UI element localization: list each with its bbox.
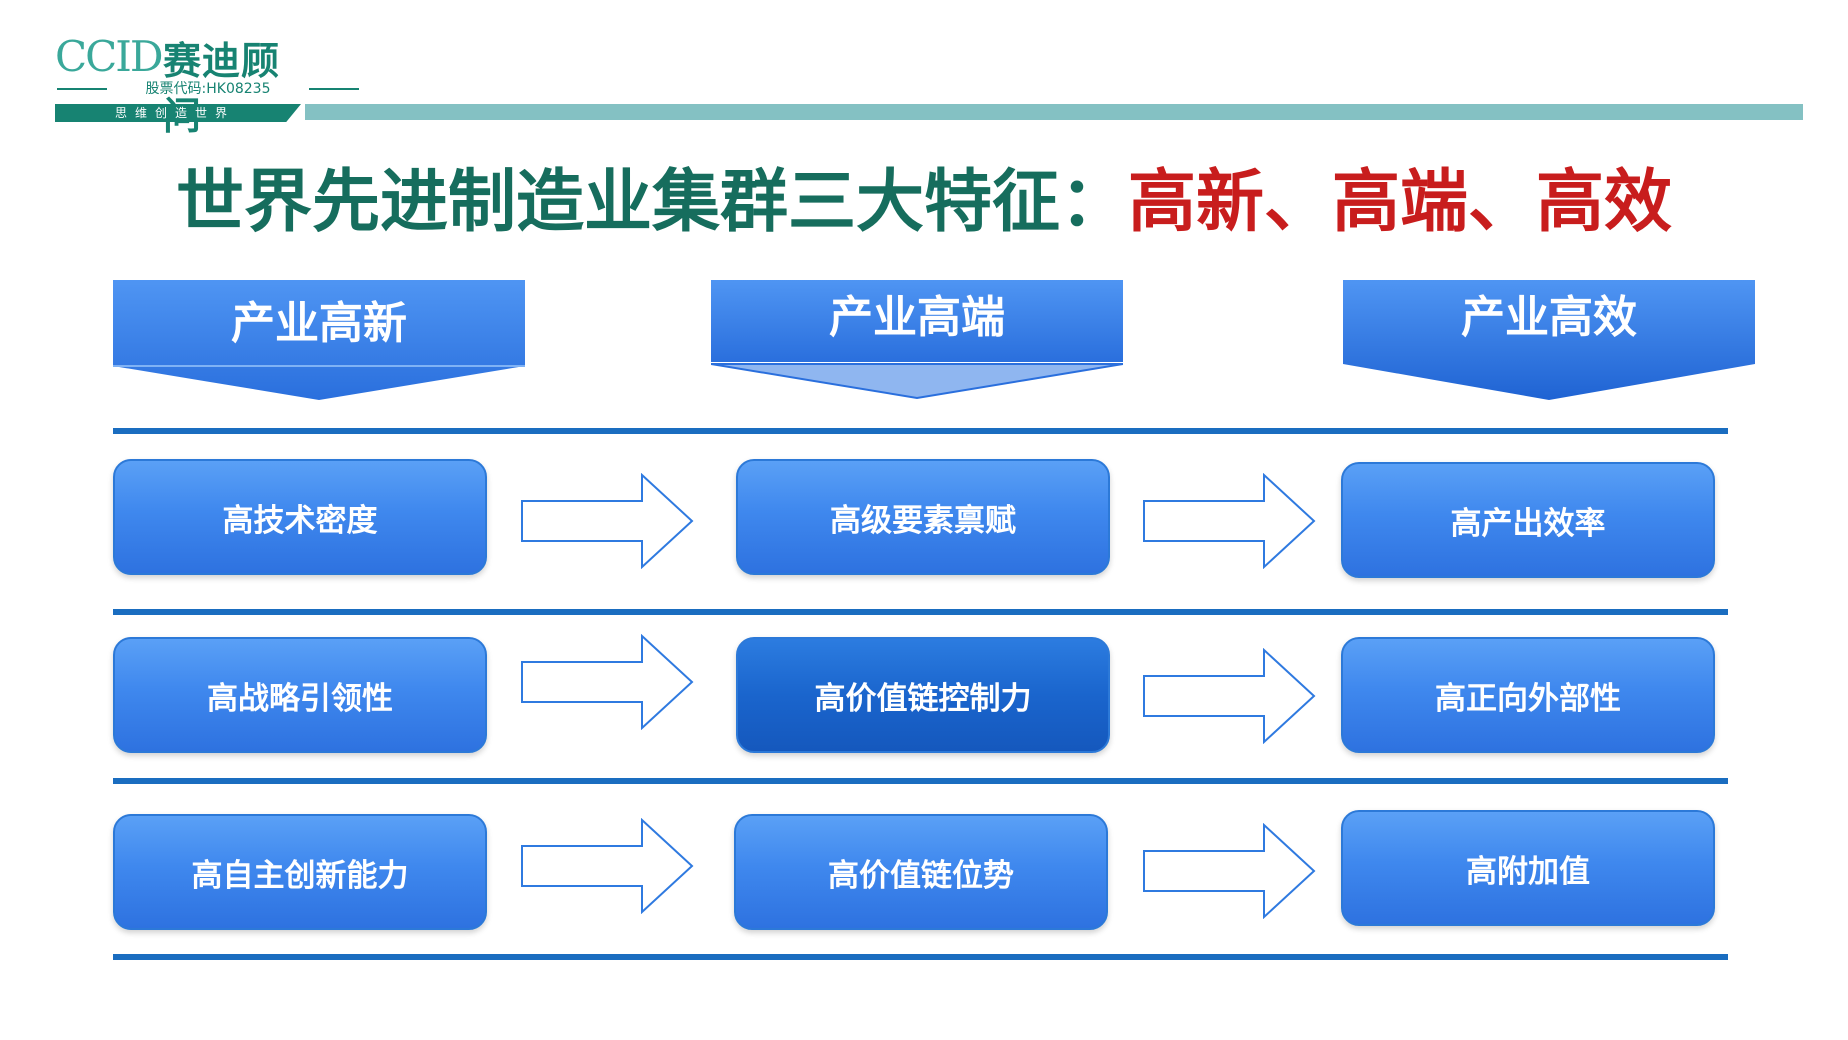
right-arrow-icon [521,473,694,569]
feature-box-advanced-factor-endowment: 高级要素禀赋 [736,459,1110,575]
feature-box-value-chain-position: 高价值链位势 [734,814,1108,930]
title-prefix: 世界先进制造业集群三大特征： [175,163,1128,242]
logo-mark: CCID [55,32,164,81]
feature-box-high-tech-density: 高技术密度 [113,459,487,575]
logo-slogan-bar [55,104,301,122]
feature-box-positive-externality: 高正向外部性 [1341,637,1715,753]
header-industry-high-tech: 产业高新 [113,280,525,400]
logo-rule-left [57,88,107,90]
title-highlight: 高新、高端、高效 [1128,163,1673,242]
header-banner-shape [1343,280,1755,400]
right-arrow-icon [521,634,694,730]
header-label: 产业高端 [829,292,1005,343]
right-arrow-icon [1143,473,1316,569]
right-arrow-icon [1143,823,1316,919]
stock-code: 股票代码:HK08235 [145,81,271,97]
header-banner-shape [113,280,525,400]
header-banner-shape [711,280,1123,400]
feature-box-strategic-leadership: 高战略引领性 [113,637,487,753]
feature-box-high-added-value: 高附加值 [1341,810,1715,926]
right-arrow-icon [521,818,694,914]
header-industry-high-end: 产业高端 [711,280,1123,400]
divider-line [113,954,1728,960]
feature-box-independent-innovation: 高自主创新能力 [113,814,487,930]
divider-line [113,778,1728,784]
right-arrow-icon [1143,648,1316,744]
divider-line [113,428,1728,434]
brand-logo: CCID 赛迪顾问 股票代码:HK08235 思维创造世界 [55,28,359,138]
header-band [305,104,1803,120]
divider-line [113,609,1728,615]
header-industry-high-efficiency: 产业高效 [1343,280,1755,400]
header-label: 产业高新 [231,298,407,349]
page-title: 世界先进制造业集群三大特征：高新、高端、高效 [0,160,1848,246]
feature-box-high-output-efficiency: 高产出效率 [1341,462,1715,578]
logo-slogan: 思维创造世界 [115,106,236,120]
logo-rule-right [309,88,359,90]
header-label: 产业高效 [1461,292,1637,343]
feature-box-value-chain-control: 高价值链控制力 [736,637,1110,753]
